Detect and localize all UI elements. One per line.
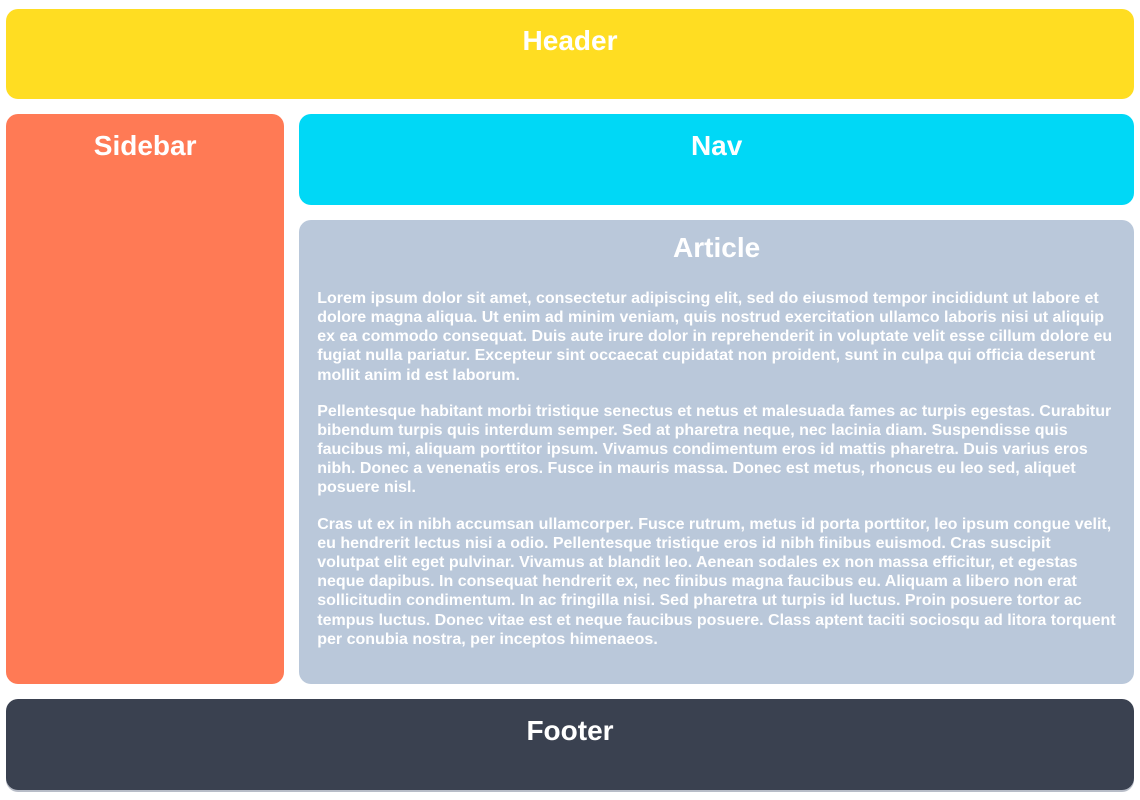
nav-title: Nav — [690, 130, 743, 161]
header-title: Header — [522, 25, 618, 56]
article-paragraph: Lorem ipsum dolor sit amet, consectetur … — [317, 289, 1113, 384]
footer: Footer — [6, 699, 1134, 790]
header: Header — [6, 9, 1134, 99]
article: Article Lorem ipsum dolor sit amet, cons… — [299, 220, 1134, 684]
article-paragraph: Pellentesque habitant morbi tristique se… — [317, 402, 1112, 497]
sidebar: Sidebar — [6, 114, 285, 684]
nav: Nav — [299, 114, 1134, 205]
sidebar-title: Sidebar — [93, 130, 197, 161]
article-paragraph: Cras ut ex in nibh accumsan ullamcorper.… — [317, 515, 1116, 648]
article-body: Lorem ipsum dolor sit amet, consectetur … — [299, 289, 1134, 649]
article-title: Article — [673, 232, 761, 263]
footer-title: Footer — [526, 715, 614, 746]
